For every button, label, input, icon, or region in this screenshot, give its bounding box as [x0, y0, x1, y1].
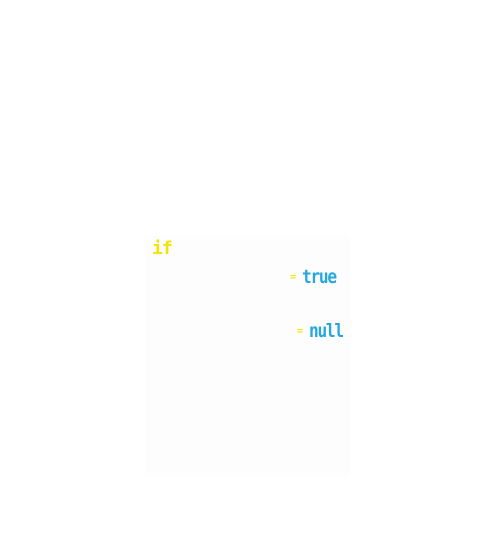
code-snippet: if = true = null	[145, 236, 350, 476]
assignment-operator: =	[290, 272, 297, 283]
null-literal: null	[309, 320, 344, 342]
if-keyword: if	[152, 238, 173, 259]
assignment-operator: =	[297, 326, 304, 337]
true-literal: true	[302, 266, 337, 288]
